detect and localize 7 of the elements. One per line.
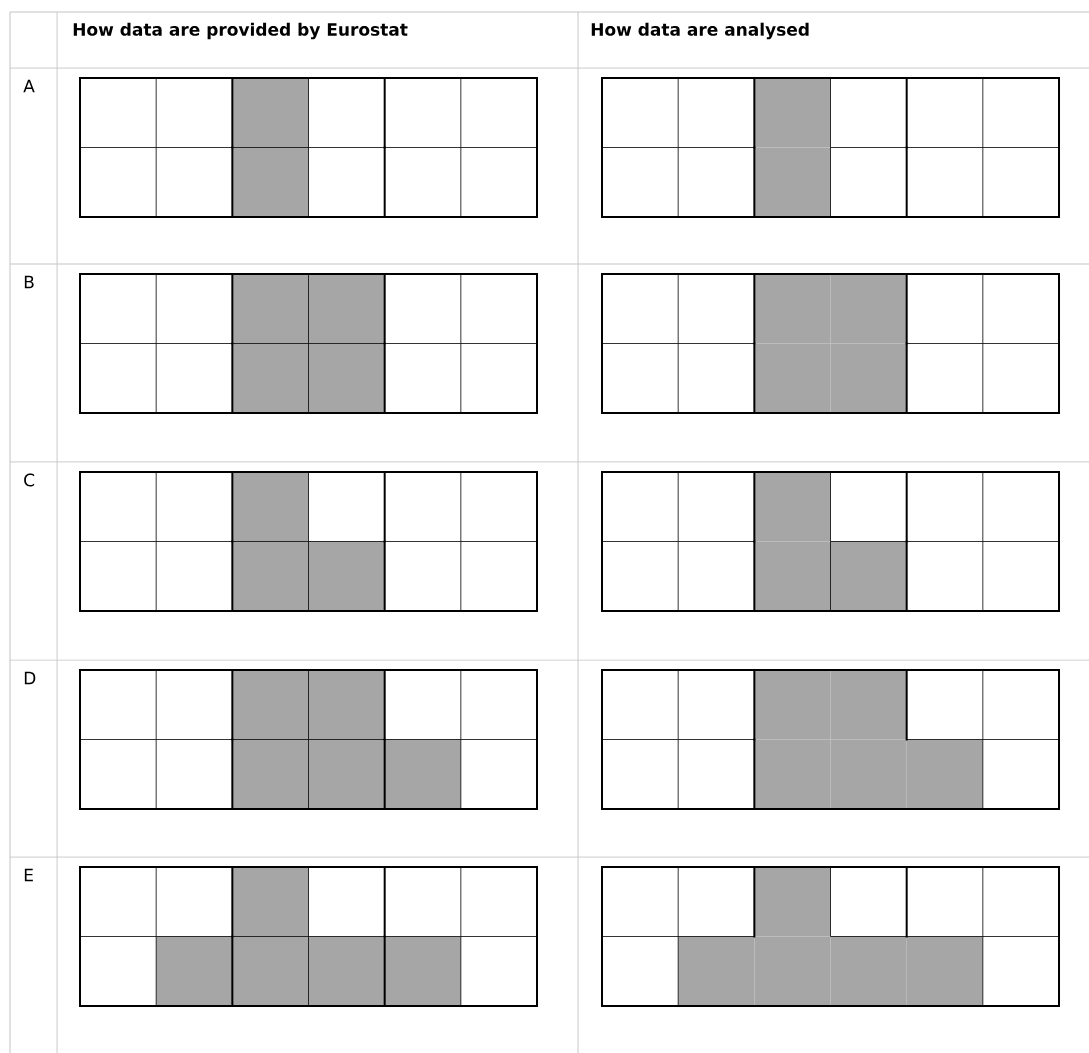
row-label: C	[24, 473, 35, 487]
row-label: E	[24, 868, 33, 882]
row-label: D	[24, 671, 36, 685]
column-header: How data are analysed	[591, 22, 809, 40]
column-header: How data are provided by Eurostat	[73, 22, 408, 40]
row-label: B	[24, 275, 34, 289]
row-label: A	[23, 79, 35, 93]
